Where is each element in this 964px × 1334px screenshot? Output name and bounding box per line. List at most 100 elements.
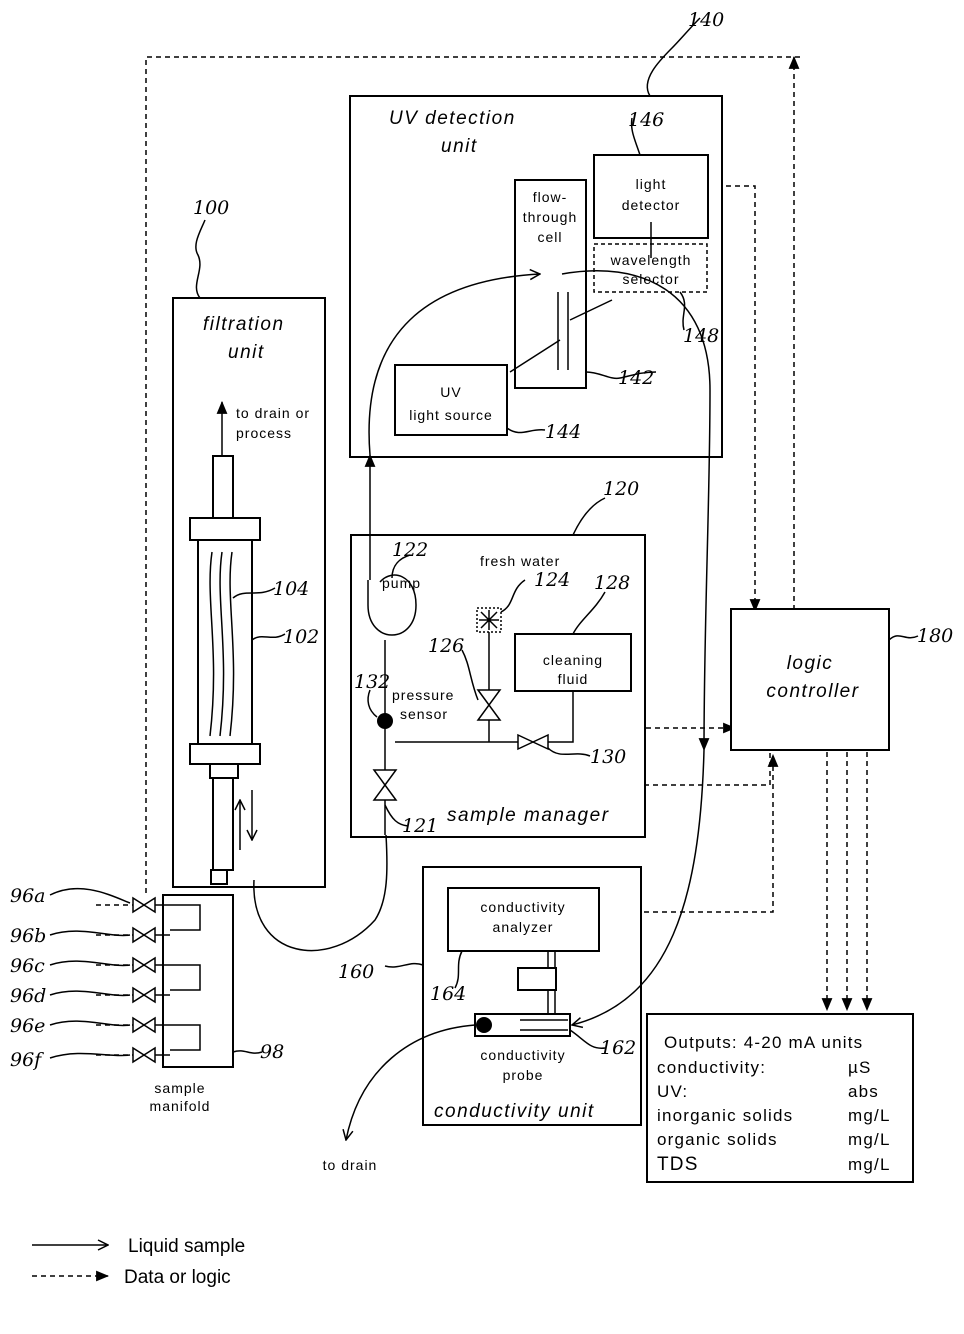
ref-126: 126 [428, 635, 464, 657]
manifold-top-fitting [211, 870, 227, 884]
output-unit-organic: mg/L [848, 1130, 891, 1149]
output-unit-tds: mg/L [848, 1155, 891, 1174]
ref-104: 104 [273, 578, 309, 600]
cleaning-fluid-label: cleaning [543, 652, 603, 668]
output-name-tds: TDS [657, 1154, 699, 1175]
valve-96f[interactable] [133, 1048, 155, 1062]
logic-title-2: controller [766, 681, 859, 702]
flow-cell-label-3: cell [537, 229, 562, 245]
filtration-unit: filtration unit 100 to drain or process … [173, 197, 325, 887]
analyzer-label-2: analyzer [493, 919, 554, 935]
inlet-label-96e: 96e [10, 1015, 45, 1037]
analyzer-label: conductivity [480, 899, 565, 915]
cartridge-bottom-stem [213, 778, 233, 870]
outputs-panel: Outputs: 4-20 mA units conductivity: µS … [647, 1014, 913, 1182]
ref-128: 128 [594, 572, 630, 594]
ref-98: 98 [260, 1041, 284, 1063]
cartridge-connector [210, 764, 238, 778]
filtration-title: filtration [203, 314, 285, 335]
logic-controller [731, 609, 889, 750]
cartridge-top-cap [190, 518, 260, 540]
logic-title: logic [787, 653, 834, 674]
manifold-label-2: manifold [150, 1098, 211, 1114]
ref-120: 120 [603, 478, 639, 500]
uv-unit-title: UV detection [389, 108, 516, 129]
leader-98 [233, 1051, 262, 1053]
manifold-label: sample [154, 1080, 205, 1096]
valve-96e[interactable] [133, 1018, 155, 1032]
ref-122: 122 [392, 539, 428, 561]
pressure-sensor-label: pressure [392, 687, 454, 703]
inlet-96f: 96f [10, 1048, 170, 1071]
legend-liquid-label: Liquid sample [128, 1236, 245, 1257]
logic-controller-unit: logic controller 180 [731, 609, 953, 750]
cartridge-bottom-cap [190, 744, 260, 764]
valve-96c[interactable] [133, 958, 155, 972]
flow-cell-label: flow- [533, 189, 568, 205]
cleaning-fluid-label-2: fluid [558, 671, 589, 687]
legend-data-label: Data or logic [124, 1267, 231, 1288]
output-name-inorganic: inorganic solids [657, 1106, 793, 1125]
ref-146: 146 [628, 109, 664, 131]
conductivity-unit: conductivity unit 160 conductivity analy… [338, 867, 641, 1125]
to-drain-label: to drain [323, 1157, 378, 1173]
output-unit-conductivity: µS [848, 1058, 872, 1077]
ref-100: 100 [193, 197, 229, 219]
filtration-title-2: unit [228, 342, 265, 363]
filter-cartridge [198, 540, 252, 744]
legend: Liquid sample Data or logic [32, 1236, 245, 1288]
probe-tip [476, 1017, 492, 1033]
fresh-water-label: fresh water [480, 553, 560, 569]
inlet-label-96f: 96f [10, 1049, 44, 1071]
valve-96d[interactable] [133, 988, 155, 1002]
output-name-organic: organic solids [657, 1130, 778, 1149]
pump-label: pump [382, 575, 421, 591]
ref-140: 140 [688, 9, 724, 31]
manifold-body [163, 895, 233, 1067]
output-unit-uv: abs [848, 1082, 879, 1101]
ref-130: 130 [590, 746, 626, 768]
probe-mount [518, 968, 556, 990]
inlet-96e: 96e [10, 1015, 170, 1037]
ref-124: 124 [534, 569, 570, 591]
light-detector-label: light [636, 176, 667, 192]
uv-detection-unit: UV detection unit 140 light detector 146… [350, 9, 724, 457]
flow-cell-label-2: through [523, 209, 577, 225]
uv-source-label: UV [440, 384, 461, 400]
light-detector-label-2: detector [622, 197, 681, 213]
inlet-96c: 96c [10, 955, 170, 977]
ref-164: 164 [430, 983, 466, 1005]
uv-light-source [395, 365, 507, 435]
inlet-96b: 96b [10, 925, 170, 947]
leader-120 [573, 498, 605, 535]
ref-160: 160 [338, 961, 374, 983]
ref-102: 102 [283, 626, 319, 648]
drain-process-label: to drain or [236, 405, 310, 421]
output-name-conductivity: conductivity: [657, 1058, 766, 1077]
uv-unit-title-2: unit [441, 136, 478, 157]
inlet-label-96b: 96b [10, 925, 46, 947]
inlet-label-96d: 96d [10, 985, 46, 1007]
conductivity-title: conductivity unit [434, 1101, 595, 1122]
ref-180: 180 [917, 625, 953, 647]
leader-96a [50, 889, 130, 903]
sample-manifold: 98 sample manifold 96a 96b 96c 96d [10, 870, 284, 1114]
valve-96b[interactable] [133, 928, 155, 942]
pressure-sensor-label-2: sensor [400, 706, 448, 722]
sample-manager-unit: sample manager 120 pump 122 fresh water … [351, 478, 645, 837]
valve-96a[interactable] [133, 898, 155, 912]
output-unit-inorganic: mg/L [848, 1106, 891, 1125]
ref-162: 162 [600, 1037, 636, 1059]
probe-label-2: probe [503, 1067, 544, 1083]
leader-100 [196, 220, 205, 298]
cartridge-top-stem [213, 456, 233, 518]
ref-144: 144 [545, 421, 581, 443]
inlet-label-96a: 96a [10, 885, 46, 907]
ref-121: 121 [402, 815, 438, 837]
ref-142: 142 [618, 367, 654, 389]
output-name-uv: UV: [657, 1082, 688, 1101]
wavelength-selector-label-2: selector [622, 271, 679, 287]
leader-160 [385, 964, 423, 967]
sample-manager-title: sample manager [447, 805, 610, 826]
